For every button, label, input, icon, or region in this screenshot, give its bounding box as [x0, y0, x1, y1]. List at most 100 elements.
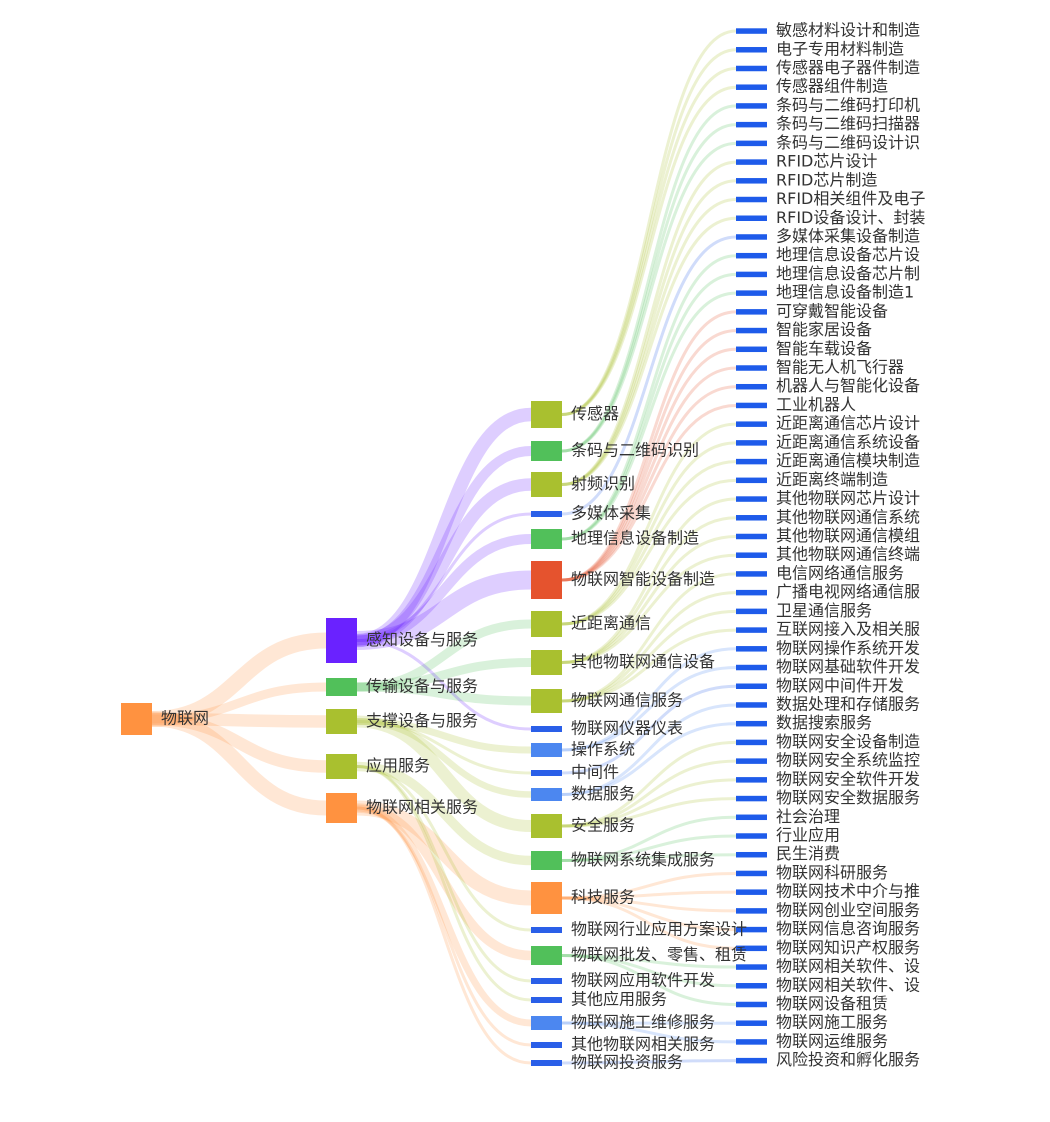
- node-level3[interactable]: [736, 103, 767, 109]
- node-level2[interactable]: [531, 511, 562, 517]
- node-level3-label: 物联网安全设备制造: [776, 732, 920, 751]
- node-level3[interactable]: [736, 702, 767, 708]
- node-level3[interactable]: [736, 290, 767, 296]
- node-level1[interactable]: [326, 754, 357, 779]
- node-level2[interactable]: [531, 472, 562, 497]
- node-level3[interactable]: [736, 889, 767, 895]
- node-level3[interactable]: [736, 327, 767, 334]
- node-level3[interactable]: [736, 833, 767, 839]
- node-level3[interactable]: [736, 945, 767, 952]
- link: [561, 1021, 737, 1044]
- node-level2[interactable]: [531, 1060, 562, 1066]
- node-level3[interactable]: [736, 627, 767, 633]
- node-level2-label: 射频识别: [571, 474, 635, 493]
- node-level3[interactable]: [736, 589, 767, 596]
- node-level3[interactable]: [736, 178, 767, 184]
- node-level2[interactable]: [531, 997, 562, 1003]
- node-level3[interactable]: [736, 84, 767, 90]
- node-level2[interactable]: [531, 1016, 562, 1030]
- node-level2[interactable]: [531, 978, 562, 984]
- node-level2[interactable]: [531, 1042, 562, 1048]
- node-level3[interactable]: [736, 870, 767, 877]
- node-level3[interactable]: [736, 646, 767, 652]
- node-level3[interactable]: [736, 720, 767, 727]
- node-level3[interactable]: [736, 964, 767, 970]
- node-level1[interactable]: [326, 709, 357, 734]
- node-level3[interactable]: [736, 1020, 767, 1026]
- node-level3[interactable]: [736, 196, 767, 203]
- node-level2[interactable]: [531, 743, 562, 757]
- node-level3[interactable]: [736, 795, 767, 802]
- node-level3[interactable]: [736, 309, 767, 315]
- node-level3[interactable]: [736, 140, 767, 147]
- node-level2[interactable]: [531, 851, 562, 870]
- node-level2[interactable]: [531, 611, 562, 637]
- node-level3[interactable]: [736, 65, 767, 72]
- node-level3[interactable]: [736, 215, 767, 222]
- node-level3[interactable]: [736, 458, 767, 465]
- node-level3[interactable]: [736, 664, 767, 671]
- node-level3[interactable]: [736, 851, 767, 858]
- node-level3[interactable]: [736, 234, 767, 240]
- node-level3[interactable]: [736, 346, 767, 353]
- node-level3[interactable]: [736, 983, 767, 989]
- node-level2[interactable]: [531, 814, 562, 838]
- node-level2[interactable]: [531, 788, 562, 801]
- node-level3[interactable]: [736, 1057, 767, 1064]
- node-level3[interactable]: [736, 533, 767, 540]
- node-level3[interactable]: [736, 608, 767, 615]
- link: [561, 216, 737, 486]
- node-level3-label: 物联网安全软件开发: [776, 769, 920, 788]
- node-level1[interactable]: [326, 618, 357, 663]
- node-level3[interactable]: [736, 552, 767, 558]
- node-level2[interactable]: [531, 441, 562, 461]
- node-level3[interactable]: [736, 758, 767, 764]
- node-level3[interactable]: [736, 515, 767, 521]
- node-level3[interactable]: [736, 28, 767, 34]
- node-level3[interactable]: [736, 121, 767, 128]
- node-level3[interactable]: [736, 683, 767, 690]
- node-level2[interactable]: [531, 946, 562, 965]
- link: [151, 632, 327, 727]
- node-root[interactable]: [121, 703, 152, 735]
- node-level3[interactable]: [736, 739, 767, 746]
- node-level3[interactable]: [736, 571, 767, 577]
- node-level3[interactable]: [736, 926, 767, 933]
- node-level2[interactable]: [531, 401, 562, 428]
- node-level3[interactable]: [736, 1001, 767, 1008]
- node-level3-label: 物联网相关软件、设: [776, 975, 920, 994]
- node-level2[interactable]: [531, 650, 562, 675]
- node-level3[interactable]: [736, 496, 767, 502]
- node-level3[interactable]: [736, 421, 767, 427]
- node-level3[interactable]: [736, 402, 767, 409]
- node-level3[interactable]: [736, 252, 767, 259]
- node-level3[interactable]: [736, 383, 767, 390]
- node-level2[interactable]: [531, 770, 562, 776]
- node-level3[interactable]: [736, 365, 767, 371]
- node-level3-label: 敏感材料设计和制造: [776, 21, 920, 40]
- node-level3[interactable]: [736, 814, 767, 821]
- node-level2[interactable]: [531, 529, 562, 549]
- node-level2[interactable]: [531, 561, 562, 599]
- node-level3[interactable]: [736, 477, 767, 484]
- node-level3[interactable]: [736, 271, 767, 278]
- node-level1[interactable]: [326, 793, 357, 823]
- node-level3[interactable]: [736, 159, 767, 165]
- link: [356, 720, 532, 775]
- node-level2[interactable]: [531, 927, 562, 933]
- node-level3-label: 近距离通信模块制造: [776, 451, 920, 470]
- link: [151, 711, 327, 816]
- node-level2[interactable]: [531, 726, 562, 732]
- node-level2[interactable]: [531, 882, 562, 914]
- node-level3[interactable]: [736, 1039, 767, 1045]
- node-level2[interactable]: [531, 689, 562, 713]
- node-level3[interactable]: [736, 47, 767, 53]
- node-level3-label: 近距离通信系统设备: [776, 432, 920, 451]
- node-level1-label: 物联网相关服务: [366, 798, 478, 817]
- node-level3[interactable]: [736, 440, 767, 446]
- node-level3[interactable]: [736, 908, 767, 914]
- node-level3-label: 其他物联网芯片设计: [776, 489, 920, 508]
- node-level3[interactable]: [736, 777, 767, 783]
- node-level2-label: 物联网行业应用方案设计: [571, 920, 747, 939]
- node-level1[interactable]: [326, 678, 357, 696]
